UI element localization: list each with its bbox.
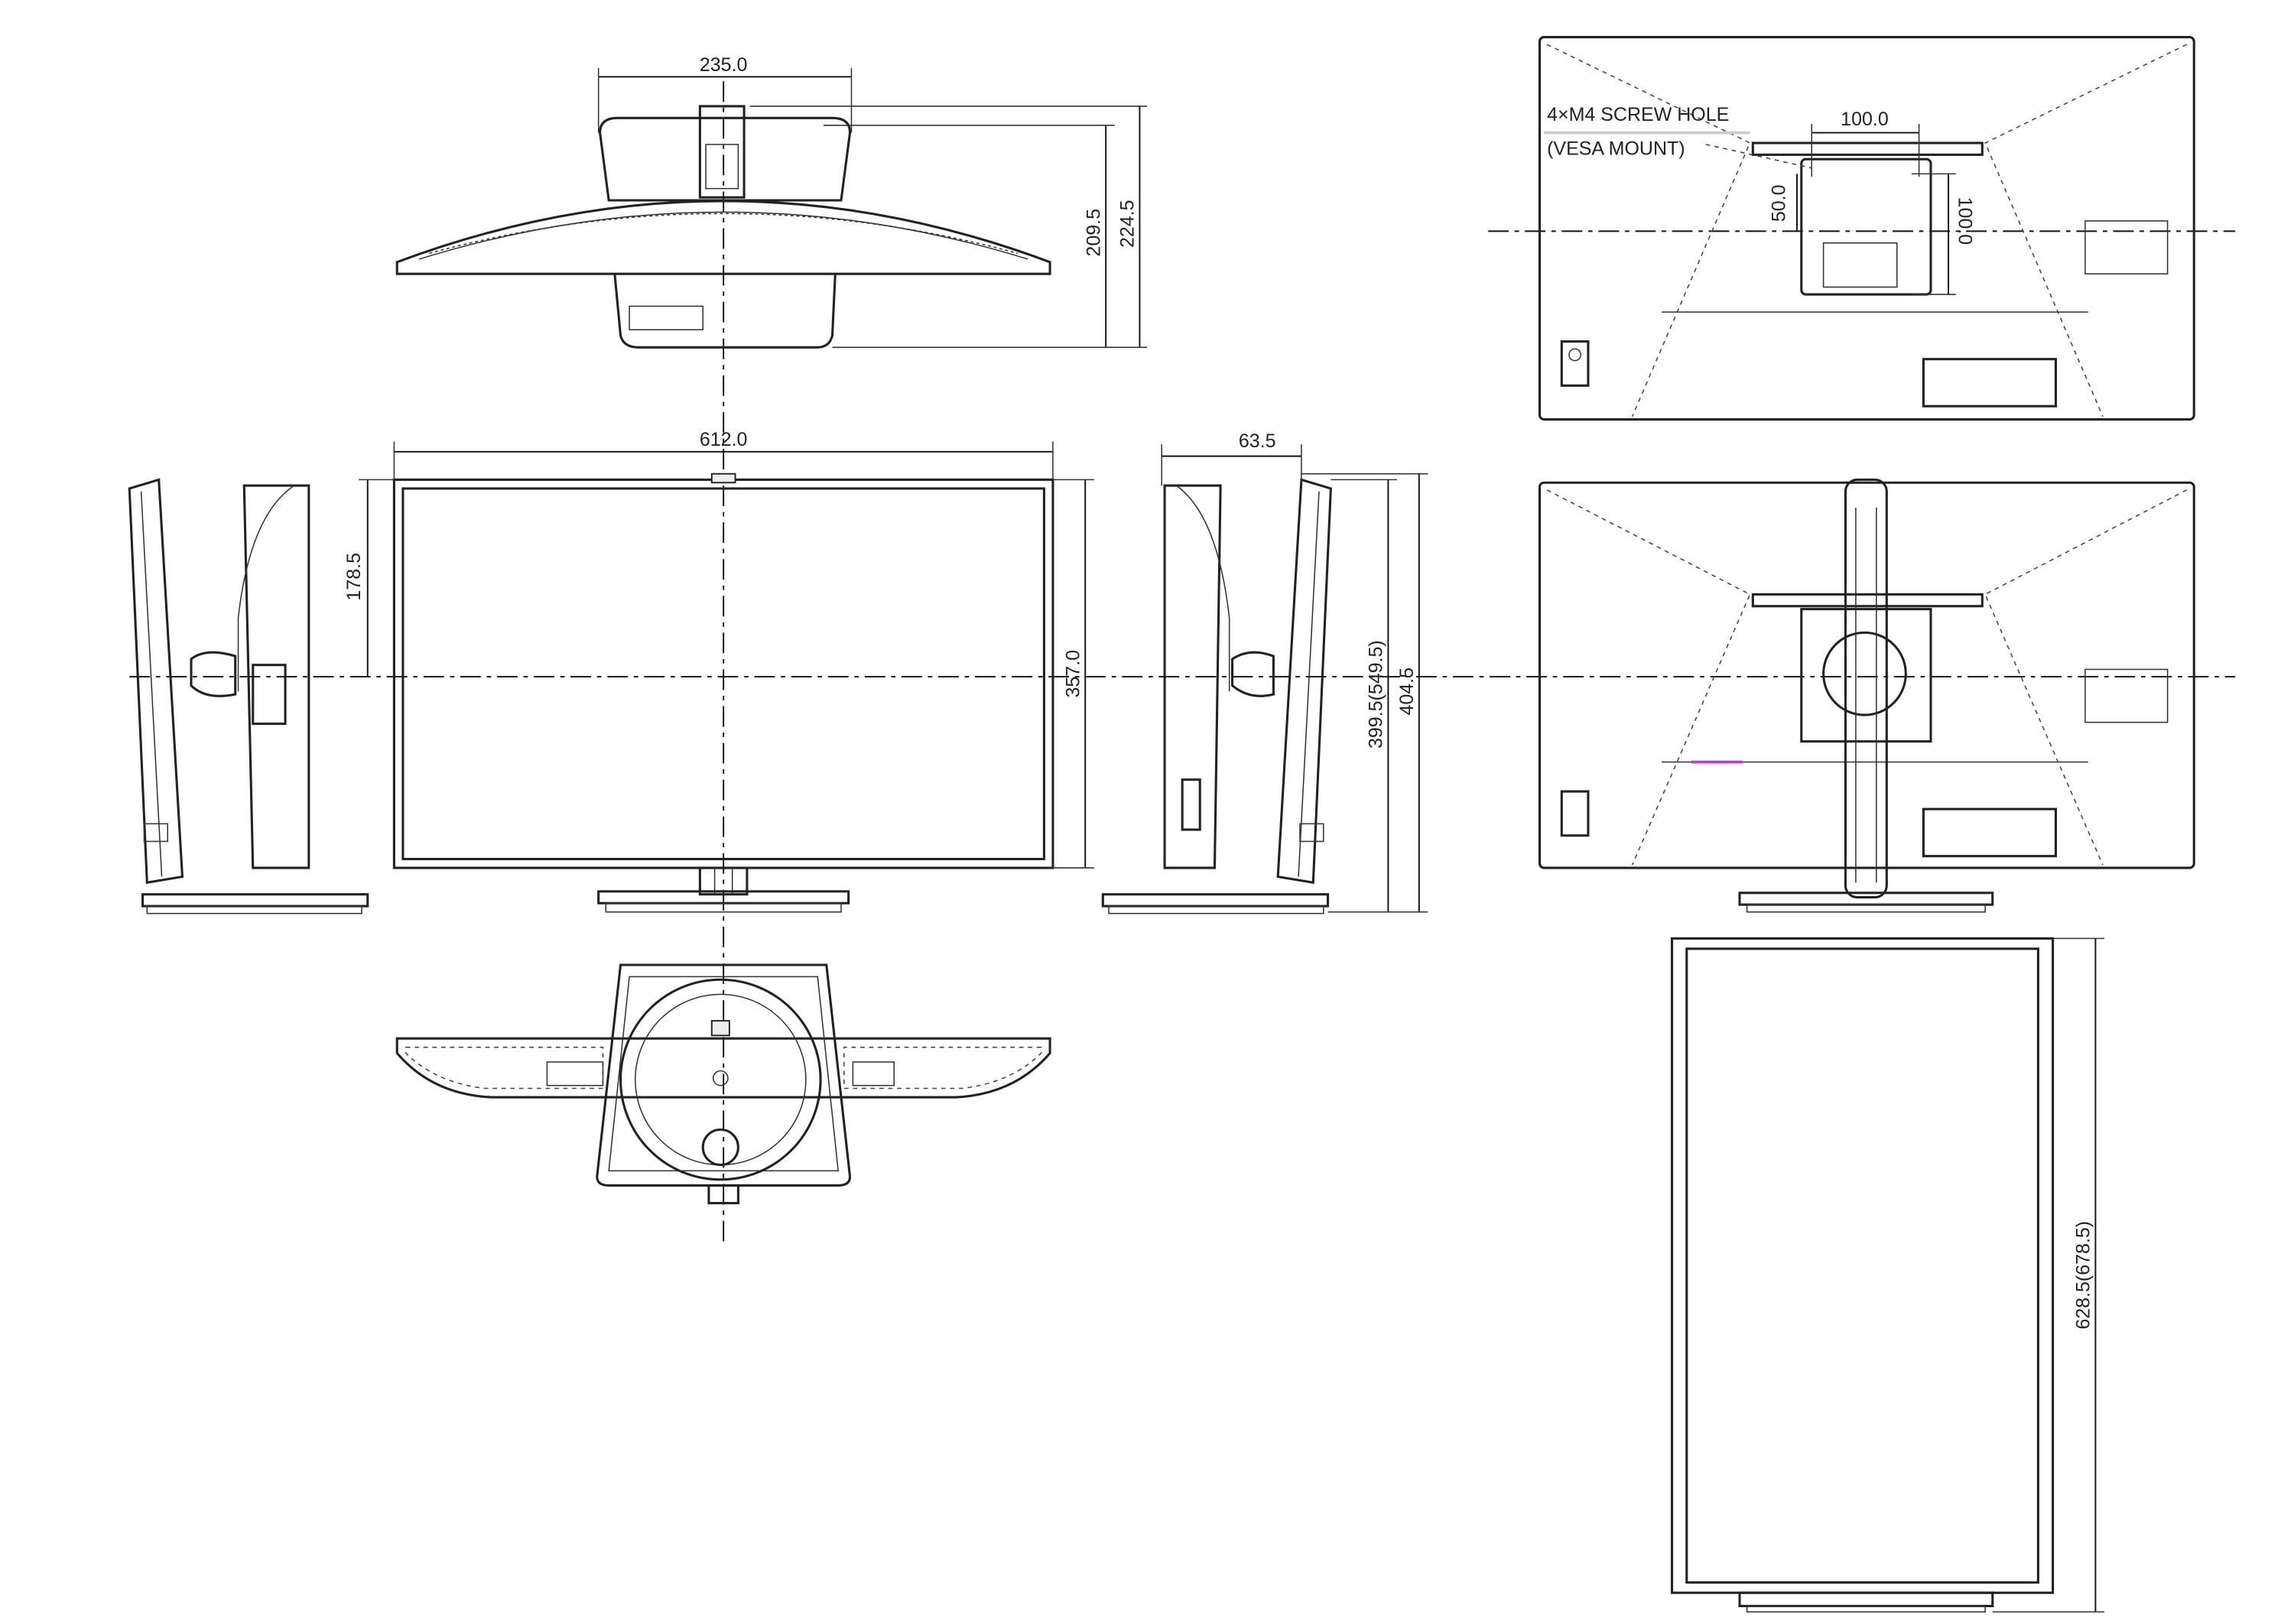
left-side-view [128, 478, 369, 914]
dim-vesa-offset: 50.0 [1769, 185, 1790, 222]
dim-front-width: 612.0 [700, 429, 748, 450]
dim-front-center-height: 178.5 [343, 553, 365, 601]
back-view-vesa: 100.0 50.0 100.0 4×M4 SCREW HOLE (VESA M… [1538, 36, 2195, 421]
dim-top-width: 235.0 [700, 54, 748, 76]
dim-side-height-range: 399.5(549.5) [1366, 640, 1387, 749]
dim-side-depth: 63.5 [1239, 430, 1276, 452]
dim-top-depth-outer: 224.5 [1117, 200, 1139, 248]
front-view: 612.0 178.5 357.0 [343, 429, 1094, 913]
label-screw-hole: 4×M4 SCREW HOLE [1547, 104, 1729, 125]
dim-vesa-width: 100.0 [1841, 109, 1889, 130]
right-side-view: 63.5 399.5(549.5) 404.5 [1101, 430, 1428, 914]
dim-vesa-height: 100.0 [1954, 197, 1976, 245]
bottom-view [395, 963, 1051, 1205]
dim-front-panel-height: 357.0 [1063, 650, 1084, 698]
back-view-stand [1538, 478, 2195, 913]
dim-top-depth-inner: 209.5 [1083, 209, 1104, 257]
dim-portrait-height: 628.5(678.5) [2073, 1221, 2094, 1330]
top-view: 235.0 209.5 224.5 [395, 54, 1147, 349]
portrait-view: 628.5(678.5) [1671, 937, 2104, 1613]
label-vesa-mount: (VESA MOUNT) [1547, 138, 1685, 159]
dim-side-height-max: 404.5 [1396, 667, 1418, 716]
